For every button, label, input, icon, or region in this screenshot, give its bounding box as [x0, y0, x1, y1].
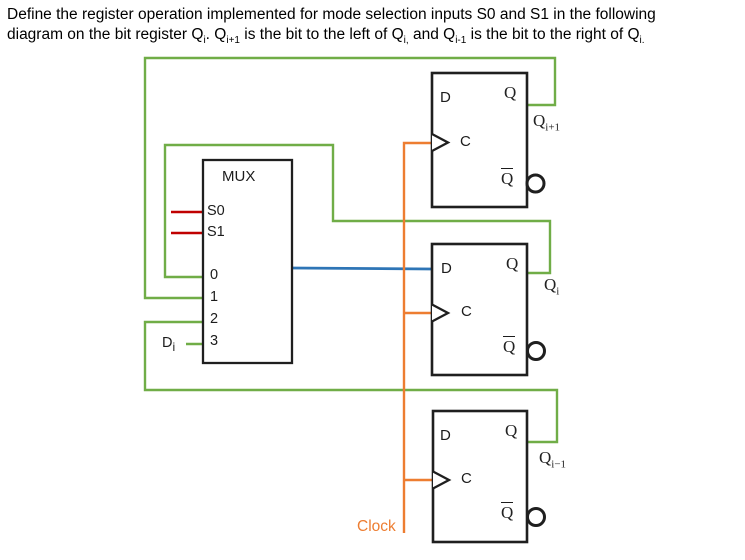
clock-edge-triangle-icon	[431, 132, 451, 153]
flipflop-middle-box	[430, 242, 529, 377]
mux-input-3-label: 3	[210, 333, 219, 349]
question-line-1: Define the register operation implemente…	[7, 6, 656, 23]
ff-bottom-c-label: C	[461, 470, 472, 487]
mux-box	[201, 158, 294, 365]
di-input-label: Di	[162, 335, 176, 354]
ff-middle-output-label: Qi	[544, 275, 560, 298]
mux-input-1-label: 1	[210, 289, 219, 305]
ff-middle-q-label: Q	[506, 254, 519, 273]
ff-top-q-label: Q	[504, 83, 517, 102]
flipflop-bottom-box	[431, 409, 529, 544]
ff-bottom-q-label: Q	[505, 421, 518, 440]
ff-bottom-d-label: D	[440, 427, 451, 444]
question-line-2: diagram on the bit register Qi. Qi+1 is …	[7, 26, 645, 47]
flipflop-top-box	[430, 71, 529, 209]
clock-label: Clock	[357, 518, 396, 535]
qbar-bubble-icon	[526, 507, 546, 527]
ff-top-output-label: Qi+1	[533, 111, 561, 134]
ff-bottom-output-label: Qi−1	[539, 448, 567, 471]
wire-qi-to-mux-input0	[163, 143, 552, 279]
mux-input-0-label: 0	[210, 267, 219, 283]
ff-top-d-label: D	[440, 89, 451, 106]
ff-bottom-qbar-label: Q	[501, 502, 514, 522]
ff-top-qbar-label: Q	[501, 168, 514, 188]
ff-middle-c-label: C	[461, 303, 472, 320]
mux-select-s0-label: S0	[207, 203, 225, 219]
mux-select-s1-label: S1	[207, 224, 225, 240]
clock-edge-triangle-icon	[432, 470, 452, 490]
mux-input-2-label: 2	[210, 311, 219, 327]
wire-qiminus1-to-mux-input2	[143, 320, 559, 444]
ff-middle-d-label: D	[441, 260, 452, 277]
mux-label: MUX	[222, 168, 256, 185]
ff-top-c-label: C	[460, 133, 471, 150]
qbar-bubble-icon	[525, 173, 546, 194]
wire-mux-output-to-d	[291, 266, 433, 271]
ff-middle-qbar-label: Q	[503, 336, 516, 356]
question-text: Define the register operation implemente…	[7, 5, 739, 47]
wire-clock-main	[402, 141, 431, 533]
wire-qiplus1-to-mux-input1	[143, 56, 557, 300]
qbar-bubble-icon	[526, 341, 546, 361]
clock-edge-triangle-icon	[431, 303, 451, 323]
